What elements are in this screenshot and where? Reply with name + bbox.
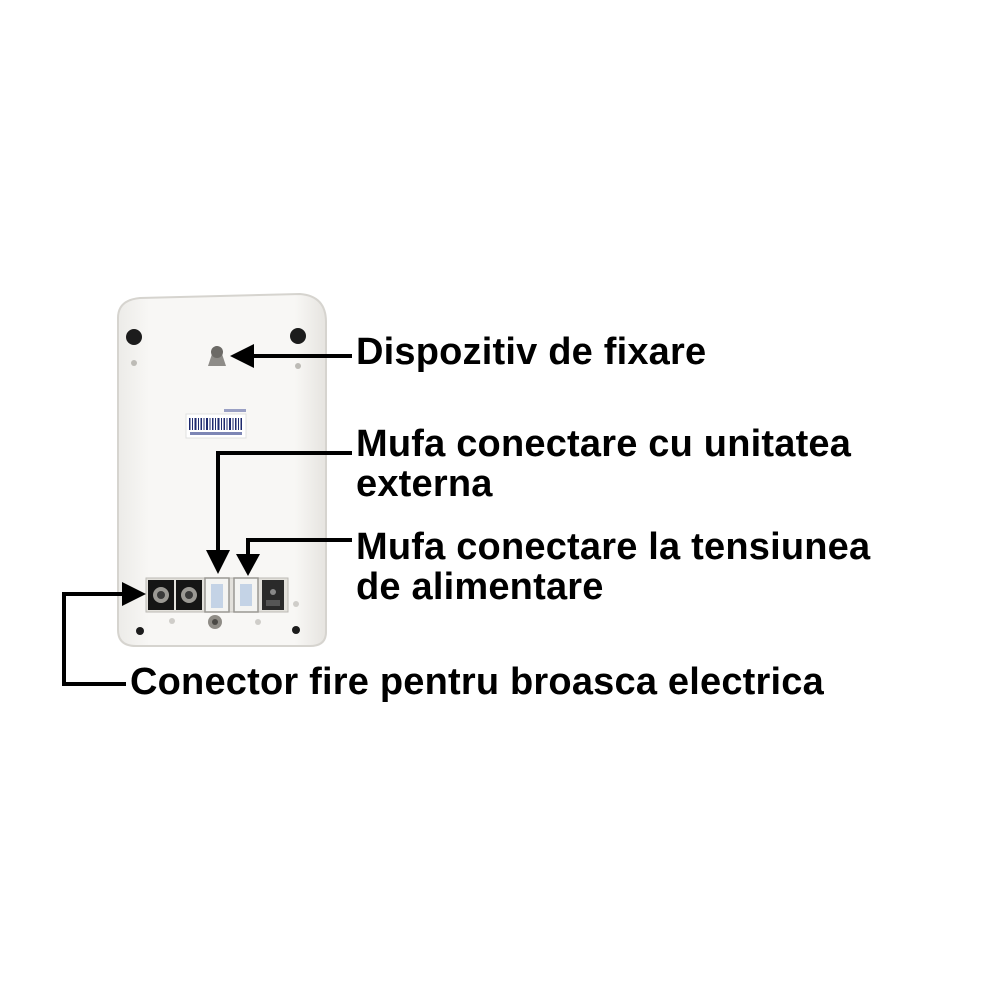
external-unit-socket (204, 577, 230, 613)
arrow-external-unit-socket (206, 451, 352, 574)
arrow-power-socket (236, 538, 352, 576)
lock-terminal-1 (148, 580, 174, 610)
label-power-socket-line1: Mufa conectare la tensiunea (356, 526, 871, 568)
label-fixing-device: Dispozitiv de fixare (356, 331, 707, 373)
label-external-unit-socket-line1: Mufa conectare cu unitatea (356, 423, 852, 465)
screw-icon (208, 615, 222, 629)
label-power-socket-line2: de alimentare (356, 566, 604, 608)
arrow-fixing-device (230, 344, 352, 368)
mounting-hole-right (290, 328, 306, 369)
terminal-block (145, 577, 289, 613)
device-body (117, 292, 327, 647)
label-external-unit-socket-line2: externa (356, 463, 493, 505)
keyhole-mount-icon (208, 346, 226, 366)
arrow-lock-connector (62, 582, 146, 686)
bottom-hole-right (255, 601, 300, 634)
power-socket (233, 577, 259, 613)
mounting-hole-left (126, 329, 142, 366)
label-lock-wire-connector: Conector fire pentru broasca electrica (130, 661, 824, 703)
aux-connector (262, 580, 284, 610)
bottom-hole-left (136, 618, 175, 635)
barcode-icon (185, 409, 247, 439)
lock-terminal-2 (176, 580, 202, 610)
